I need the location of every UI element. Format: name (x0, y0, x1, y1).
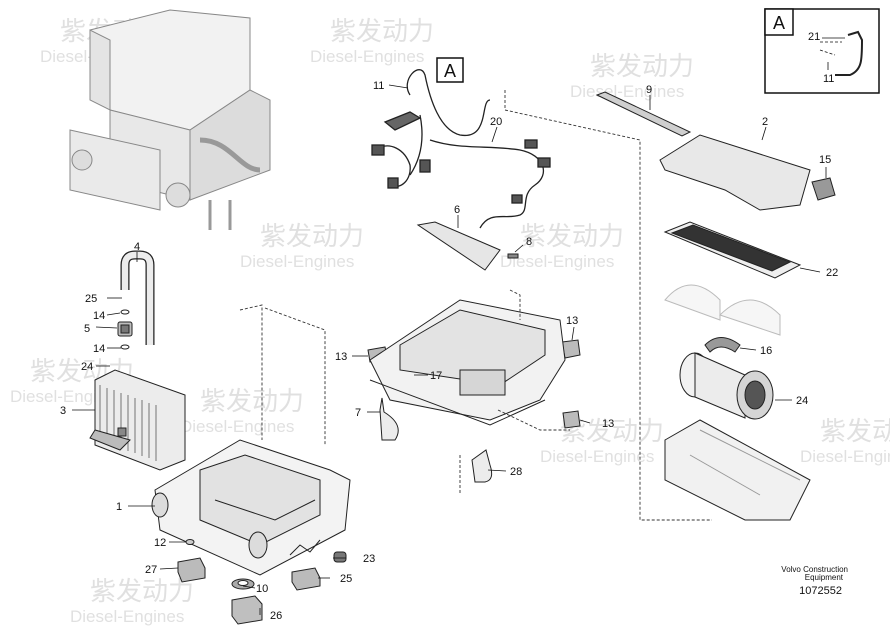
watermark-2: 紫发动力 Diesel-Engines (310, 16, 434, 66)
watermark-subtitle: Diesel-Engines (310, 47, 424, 66)
watermark-subtitle: Diesel-Engines (800, 447, 890, 466)
detail-a-tag (764, 8, 794, 36)
part-10-seal (231, 578, 255, 590)
watermark-subtitle: Diesel-Engines (570, 82, 684, 101)
watermark-brand: 紫发动力 (200, 386, 304, 416)
part-7-flap (379, 397, 399, 441)
callout-25: 25 (340, 573, 352, 585)
watermark-subtitle: Diesel-Engines (540, 447, 654, 466)
part-25-pad (291, 567, 321, 591)
explosion-guide-lines (239, 90, 712, 521)
reference-number: 1072552 (799, 585, 842, 597)
part-9-strip (595, 91, 692, 137)
part-20-harness (371, 139, 551, 229)
credit-line1: Volvo Construction (781, 565, 848, 574)
callout-26: 26 (270, 610, 282, 622)
callout-5: 5 (84, 323, 90, 335)
watermark-9: 紫发动力 Diesel-Engines (70, 576, 194, 626)
watermark-subtitle: Diesel-Engines (240, 252, 354, 271)
part-4-pipe (120, 250, 155, 345)
callout-14: 14 (93, 343, 105, 355)
watermark-4: 紫发动力 Diesel-Engines (240, 221, 364, 271)
callout-18: 24 (81, 361, 93, 373)
part-27-pad (177, 557, 206, 583)
callout-11-detail: 11 (823, 73, 834, 85)
part-24-blower (679, 352, 774, 420)
part-12-nut (185, 539, 195, 545)
callout-23: 23 (363, 553, 375, 565)
assembled-hvac-unit-illustration (69, 9, 271, 230)
part-15-connector (811, 177, 836, 201)
callout-13: 13 (335, 351, 347, 363)
part-8-screw (507, 253, 519, 259)
callout-27: 27 (145, 564, 157, 576)
watermark-subtitle: Diesel-Engines (180, 417, 294, 436)
callout-6: 6 (454, 204, 460, 216)
callout-13: 13 (566, 315, 578, 327)
watermark-brand: 紫发动力 (820, 416, 890, 446)
callout-3: 3 (60, 405, 66, 417)
callout-8: 8 (526, 236, 532, 248)
callout-19: 25 (85, 293, 97, 305)
callout-7: 7 (355, 407, 361, 419)
callout-16: 16 (760, 345, 772, 357)
upper-housing (369, 299, 566, 426)
leader-lines (72, 84, 827, 615)
watermark-subtitle: Diesel-Engines (70, 607, 184, 626)
detail-a-marker-label: A (444, 61, 456, 81)
callout-14: 14 (93, 310, 105, 322)
callout-17: 17 (430, 370, 442, 382)
detail-a-clip-drawing (835, 30, 864, 76)
credit-line2: Equipment (804, 573, 843, 582)
part-3-heater-core (89, 369, 186, 471)
watermark-brand: 紫发动力 (260, 221, 364, 251)
callout-9: 9 (646, 84, 652, 96)
watermark-brand: 紫发动力 (520, 221, 624, 251)
callout-20: 20 (490, 116, 502, 128)
callout-11: 11 (373, 80, 384, 92)
part-23-grommet (333, 551, 347, 563)
detail-a-tag-label: A (773, 13, 785, 33)
watermark-5: 紫发动力 Diesel-Engines (500, 221, 624, 271)
callout-1: 1 (116, 501, 122, 513)
part-16-clamp (704, 337, 741, 353)
detail-a-marker: A (436, 57, 464, 83)
callout-22: 22 (826, 267, 838, 279)
callout-13: 13 (602, 418, 614, 430)
part-1-lower-housing (151, 439, 351, 576)
callout-28: 28 (510, 466, 522, 478)
callout-24: 24 (796, 395, 808, 407)
callout-10: 10 (256, 583, 268, 595)
part-26-block (231, 595, 263, 625)
blower-housing (664, 419, 811, 521)
part-5-clamp (117, 321, 133, 337)
watermark-brand: 紫发动力 (330, 16, 434, 46)
callout-4: 4 (134, 241, 140, 253)
detail-a-box: A 21 11 (764, 8, 880, 94)
watermark-7: 紫发动力 Diesel-Engines (180, 386, 304, 436)
part-2-cover (659, 134, 811, 211)
part-6-panel (416, 221, 501, 271)
callout-15: 15 (819, 154, 831, 166)
part-28-flap (471, 449, 493, 483)
callout-21: 21 (808, 31, 820, 43)
watermark-subtitle: Diesel-Engines (500, 252, 614, 271)
callout-12: 12 (154, 537, 166, 549)
callout-labels: 4 25 14 5 14 24 3 1 12 27 10 26 23 25 11… (60, 80, 838, 622)
part-11-wiring (383, 69, 491, 176)
watermark-10: 紫发动力 Diesel-Engines (800, 416, 890, 466)
part-14-orings (120, 309, 130, 350)
callout-2: 2 (762, 116, 768, 128)
duct-covers (664, 284, 781, 336)
part-22-filter (663, 221, 802, 279)
watermark-brand: 紫发动力 (90, 576, 194, 606)
watermark-3: 紫发动力 Diesel-Engines (570, 51, 694, 101)
watermark-brand: 紫发动力 (590, 51, 694, 81)
